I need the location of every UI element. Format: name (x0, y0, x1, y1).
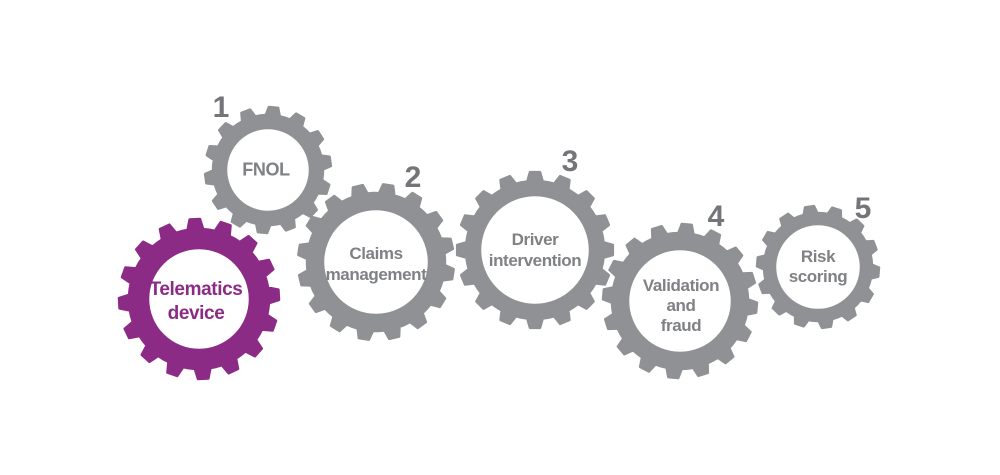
gear-shape-validation-and-fraud (601, 222, 759, 380)
gear-shape-claims-management (297, 183, 455, 341)
step-number-4: 4 (707, 200, 725, 233)
gear-label-fnol: FNOL (242, 159, 290, 180)
step-number-5: 5 (854, 192, 872, 225)
gear-label-claims-management: Claims management (325, 244, 427, 284)
gear-label-driver-intervention: Driver intervention (488, 230, 582, 270)
gear-shape-risk-scoring (755, 204, 881, 330)
step-number-2: 2 (404, 161, 422, 194)
step-number-1: 1 (212, 91, 230, 124)
gear-shape-fnol (203, 105, 333, 235)
gear-shape-driver-intervention (455, 170, 615, 330)
gear-label-telematics-device: Telematics device (149, 279, 243, 324)
gear-shape-telematics-device (117, 217, 281, 381)
step-number-3: 3 (561, 145, 579, 178)
gear-label-validation-and-fraud: Validation and fraud (642, 276, 720, 335)
gear-label-risk-scoring: Risk scoring (788, 247, 848, 286)
